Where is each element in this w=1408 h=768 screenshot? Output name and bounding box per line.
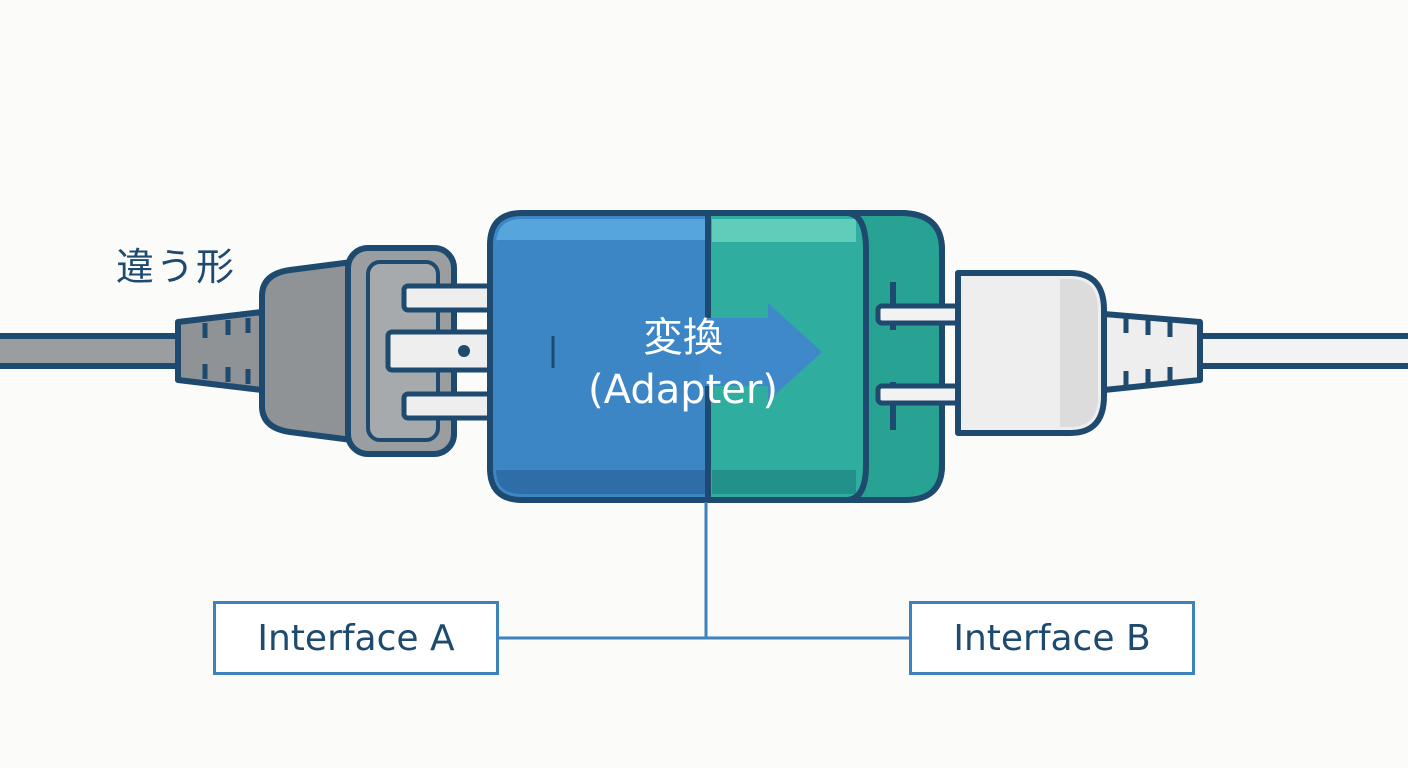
- interface-b-label: Interface B: [953, 617, 1151, 659]
- left-cable: [0, 333, 190, 369]
- different-shape-label: 違う形: [116, 245, 237, 289]
- interface-a-label: Interface A: [257, 617, 455, 659]
- adapter-body: [487, 210, 967, 503]
- adapter-subtitle: (Adapter): [588, 367, 778, 413]
- adapter-title: 変換: [643, 315, 723, 361]
- connector-lines: [499, 502, 909, 640]
- interface-a-box: Interface A: [213, 601, 499, 675]
- right-cable: [1195, 333, 1408, 369]
- interface-b-box: Interface B: [909, 601, 1195, 675]
- white-plug: [955, 270, 1203, 436]
- gray-plug: [175, 245, 497, 457]
